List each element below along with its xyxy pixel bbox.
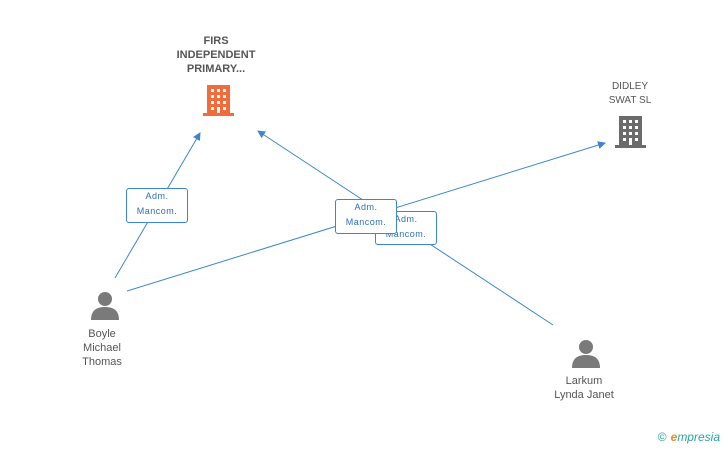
company-name-line: DIDLEY	[611, 81, 649, 92]
copyright-symbol: ©	[657, 430, 667, 444]
edge-role-line: Adm.	[145, 191, 169, 201]
company-name-line: FIRS	[203, 35, 229, 47]
person-name-line: Lynda Janet	[554, 389, 614, 401]
person-label-boyle[interactable]: Boyle Michael Thomas	[62, 327, 142, 369]
brand-logo: ©empresia	[658, 430, 720, 444]
company-name-line: SWAT SL	[608, 95, 652, 106]
person-name-line: Boyle	[88, 328, 116, 340]
edge-role-line: Mancom.	[136, 206, 178, 216]
company-name-line: PRIMARY...	[186, 63, 246, 75]
person-icon[interactable]	[91, 292, 119, 320]
brand-initial: e	[670, 430, 678, 444]
brand-name: mpresia	[677, 430, 720, 444]
edge-label-boyle-didley[interactable]: Adm. Mancom.	[335, 199, 397, 234]
building-icon[interactable]	[615, 116, 646, 148]
edge-label-boyle-firs[interactable]: Adm. Mancom.	[126, 188, 188, 223]
company-label-firs[interactable]: FIRS INDEPENDENT PRIMARY...	[158, 34, 274, 76]
edge-role-line: Adm.	[394, 214, 418, 224]
edge-role-line: Mancom.	[345, 217, 387, 227]
company-name-line: INDEPENDENT	[176, 49, 256, 61]
company-label-didley[interactable]: DIDLEY SWAT SL	[588, 80, 672, 108]
person-name-line: Thomas	[82, 356, 122, 368]
person-name-line: Michael	[83, 342, 121, 354]
edge-role-line: Adm.	[354, 202, 378, 212]
person-label-larkum[interactable]: Larkum Lynda Janet	[536, 374, 632, 402]
person-name-line: Larkum	[565, 375, 603, 387]
building-icon[interactable]	[203, 85, 234, 116]
edge-role-line: Mancom.	[385, 229, 427, 239]
person-icon[interactable]	[572, 340, 600, 368]
